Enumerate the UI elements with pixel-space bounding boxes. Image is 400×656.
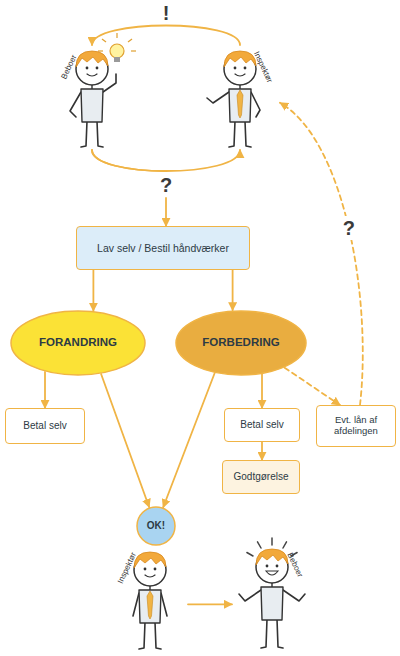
figure-mouth xyxy=(145,575,155,577)
node-text-group: Evt. lån af afdelingen xyxy=(317,415,395,437)
node-label: FORANDRING xyxy=(39,336,117,349)
figure-hair xyxy=(134,552,166,568)
bulb-ray xyxy=(116,33,117,38)
bulb-glass xyxy=(110,44,124,58)
figure-eye xyxy=(86,67,89,70)
flow-arrow xyxy=(188,603,232,605)
bulb-base xyxy=(114,57,120,62)
edge-label: ? xyxy=(160,175,172,195)
figure-eye xyxy=(96,67,99,70)
bulb-ray xyxy=(98,50,103,51)
node-text-group: Betal selv xyxy=(20,420,69,432)
figure-legs xyxy=(139,622,161,649)
node-text-group: OK! xyxy=(144,520,168,532)
category-ellipse: FORANDRING xyxy=(10,310,146,376)
figure-shirt xyxy=(139,590,161,623)
flow-arrow xyxy=(261,442,263,460)
bulb-ray xyxy=(128,39,132,42)
node-label: Betal selv xyxy=(23,420,66,432)
burst-line xyxy=(247,553,253,557)
person-figure: Inspektør xyxy=(200,45,280,150)
node-label: FORBEDRING xyxy=(202,336,279,349)
dashed-connector xyxy=(285,368,340,405)
flow-arrow xyxy=(92,150,240,171)
figure-eye xyxy=(244,67,247,70)
process-box: Betal selv xyxy=(5,408,85,444)
flow-arrow xyxy=(163,373,214,507)
bulb-ray xyxy=(102,39,106,42)
burst-line xyxy=(283,542,287,548)
ellipse-shape xyxy=(11,311,145,375)
figure-eye xyxy=(266,565,269,568)
figure-eye xyxy=(276,565,279,568)
figure-eye xyxy=(144,568,147,571)
figure-shirt xyxy=(261,587,283,620)
circle-shape xyxy=(137,507,175,545)
bulb-ray xyxy=(131,50,136,51)
process-box: Betal selv xyxy=(224,408,300,442)
figure-shirt xyxy=(229,89,251,122)
process-box: Evt. lån af afdelingen xyxy=(316,405,396,447)
edge-label: ? xyxy=(341,216,357,240)
flow-arrow xyxy=(93,270,95,311)
flow-arrow xyxy=(101,374,149,507)
node-label: Betal selv xyxy=(240,419,283,431)
person-figure: Beboer xyxy=(232,543,312,651)
figure-eye xyxy=(154,568,157,571)
figure-mouth xyxy=(266,571,278,575)
figure-legs xyxy=(261,619,283,648)
figure-arm xyxy=(251,92,260,117)
figure-hair xyxy=(256,549,288,565)
figure-tie xyxy=(237,90,243,118)
figure-arm xyxy=(133,593,139,616)
figure-hair xyxy=(224,51,256,67)
figure-legs xyxy=(81,121,103,147)
category-ellipse: FORBEDRING xyxy=(175,310,307,376)
node-label: Godtgørelse xyxy=(233,471,288,483)
flow-arrow xyxy=(44,372,46,408)
person-figure: Inspektør xyxy=(112,546,188,652)
figure-arm xyxy=(239,590,261,601)
figure-arm xyxy=(161,593,167,616)
figure-arm xyxy=(283,590,305,601)
figure-shirt xyxy=(81,89,103,122)
process-box: Godtgørelse xyxy=(222,460,300,494)
ellipse-shape xyxy=(176,311,306,375)
approval-circle: OK! xyxy=(136,506,176,546)
figure-mouth xyxy=(87,74,97,76)
flow-arrow xyxy=(261,374,263,408)
figure-arm xyxy=(207,92,229,103)
process-box: Lav selv / Bestil håndværker xyxy=(76,226,250,270)
flow-arrow xyxy=(232,270,234,310)
burst-line xyxy=(258,542,262,548)
edge-label: ! xyxy=(163,3,170,23)
node-label: Evt. lån af afdelingen xyxy=(320,415,392,437)
person-figure: Beboer xyxy=(52,45,132,150)
figure-legs xyxy=(229,121,251,147)
figure-tie xyxy=(147,591,153,619)
stick-figure xyxy=(232,543,312,651)
flow-arrow xyxy=(92,150,166,226)
node-text-group: FORANDRING xyxy=(36,336,120,349)
node-text-group: Lav selv / Bestil håndværker xyxy=(94,242,232,254)
node-label: OK! xyxy=(147,520,165,532)
node-text-group: Betal selv xyxy=(237,419,286,431)
stick-figure xyxy=(52,45,132,150)
figure-arm xyxy=(70,92,81,117)
figure-eye xyxy=(234,67,237,70)
node-text-group: FORBEDRING xyxy=(199,336,282,349)
stick-figure xyxy=(200,45,280,150)
node-text-group: Godtgørelse xyxy=(230,471,291,483)
flow-arrow xyxy=(92,26,240,46)
node-label: Lav selv / Bestil håndværker xyxy=(97,242,229,254)
figure-mouth xyxy=(235,74,245,76)
burst-line xyxy=(271,538,273,545)
figure-hair xyxy=(76,51,108,67)
